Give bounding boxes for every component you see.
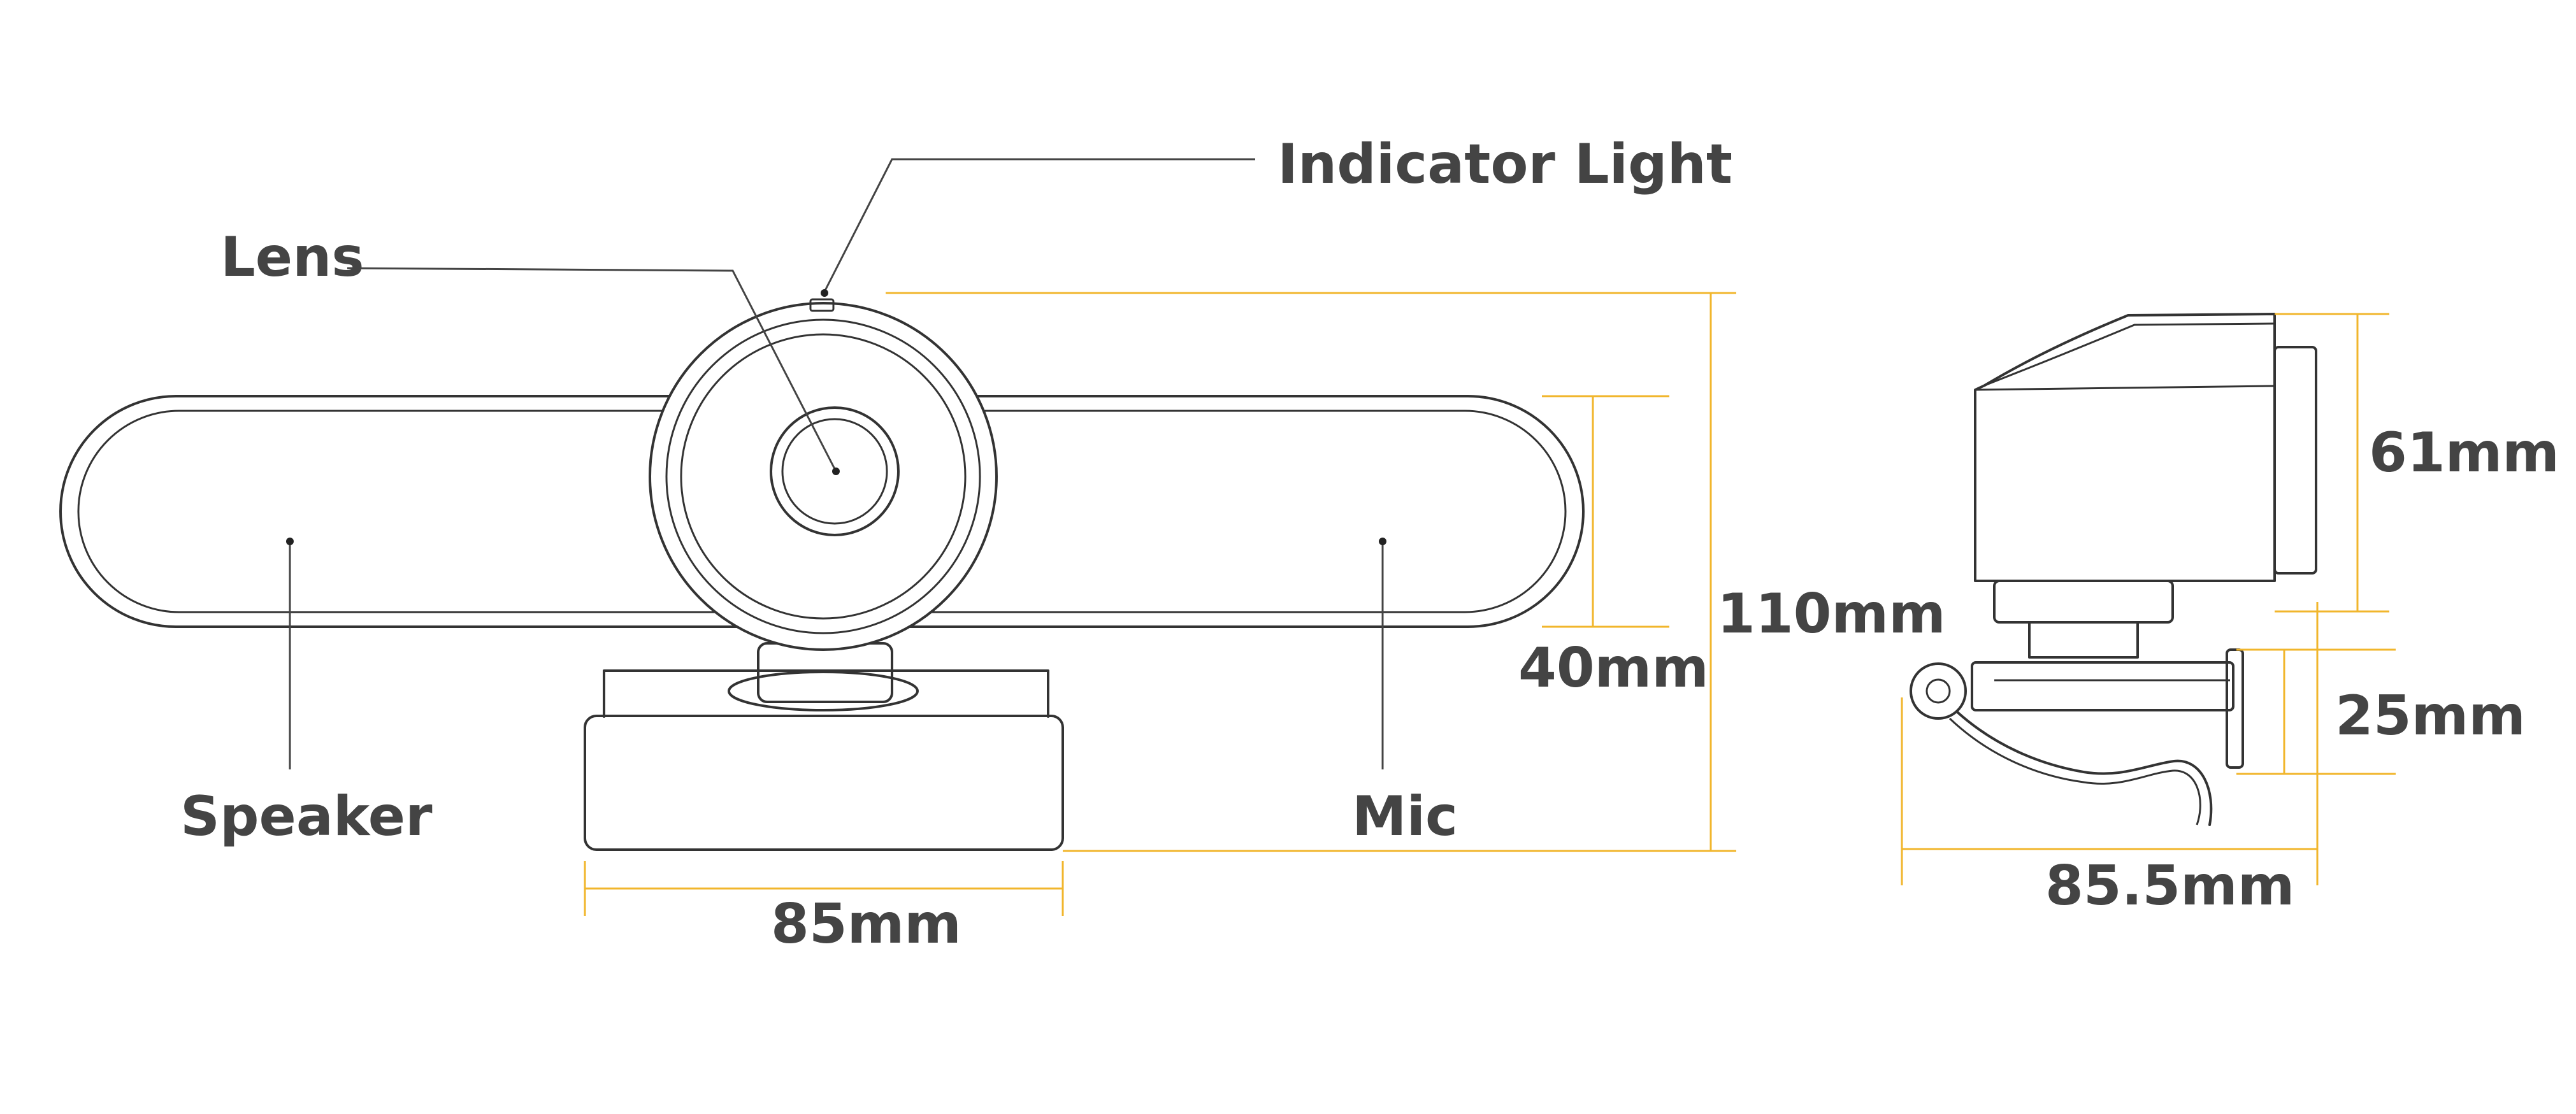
front-dimension-lines	[584, 292, 1736, 916]
clip-back-plate	[2226, 648, 2244, 769]
side-body-height-label: 61mm	[2369, 421, 2559, 485]
indicator-light-leader	[823, 158, 1255, 292]
side-lens-face	[2273, 346, 2317, 575]
clip-arm	[1971, 661, 2234, 711]
lens-housing-outer	[649, 302, 998, 651]
lens-dot	[832, 468, 840, 475]
mic-dot	[1379, 538, 1386, 545]
side-body-top-edge	[1984, 322, 2275, 387]
side-neck-upper	[1993, 580, 2174, 624]
indicator-light-dot	[821, 289, 828, 297]
indicator-light	[809, 298, 835, 312]
side-body-fold	[1975, 385, 2275, 391]
overall-height-label: 110mm	[1717, 582, 1946, 646]
speaker-label: Speaker	[180, 785, 433, 848]
neck-ring	[728, 671, 919, 711]
lens-housing-ring	[665, 318, 981, 634]
base-width-label: 85mm	[771, 892, 961, 956]
bar-height-label: 40mm	[1518, 636, 1709, 700]
clip-hinge-outer	[1910, 662, 1967, 720]
lens-bezel	[680, 333, 967, 620]
side-body	[1974, 313, 2276, 582]
lens-inner	[781, 418, 888, 525]
lens-leader	[347, 267, 837, 472]
side-depth-label: 85.5mm	[2045, 854, 2294, 918]
indicator-light-label: Indicator Light	[1277, 132, 1732, 196]
side-dimension-lines	[1901, 313, 2396, 885]
base-top-plate	[603, 669, 1049, 718]
clip-leg	[1956, 711, 2213, 826]
speaker-dot	[286, 538, 294, 545]
side-view	[1910, 313, 2317, 826]
mic-label: Mic	[1352, 785, 1458, 848]
lens-label: Lens	[220, 225, 364, 289]
base-block	[584, 715, 1064, 851]
clip-hinge-inner	[1925, 678, 1951, 704]
front-view	[59, 298, 1585, 851]
side-neck-lower	[2028, 621, 2139, 659]
clip-height-label: 25mm	[2335, 684, 2526, 748]
lens-outer	[770, 406, 900, 536]
clip-leg-inner	[1948, 717, 2201, 825]
leaders	[286, 158, 1386, 769]
